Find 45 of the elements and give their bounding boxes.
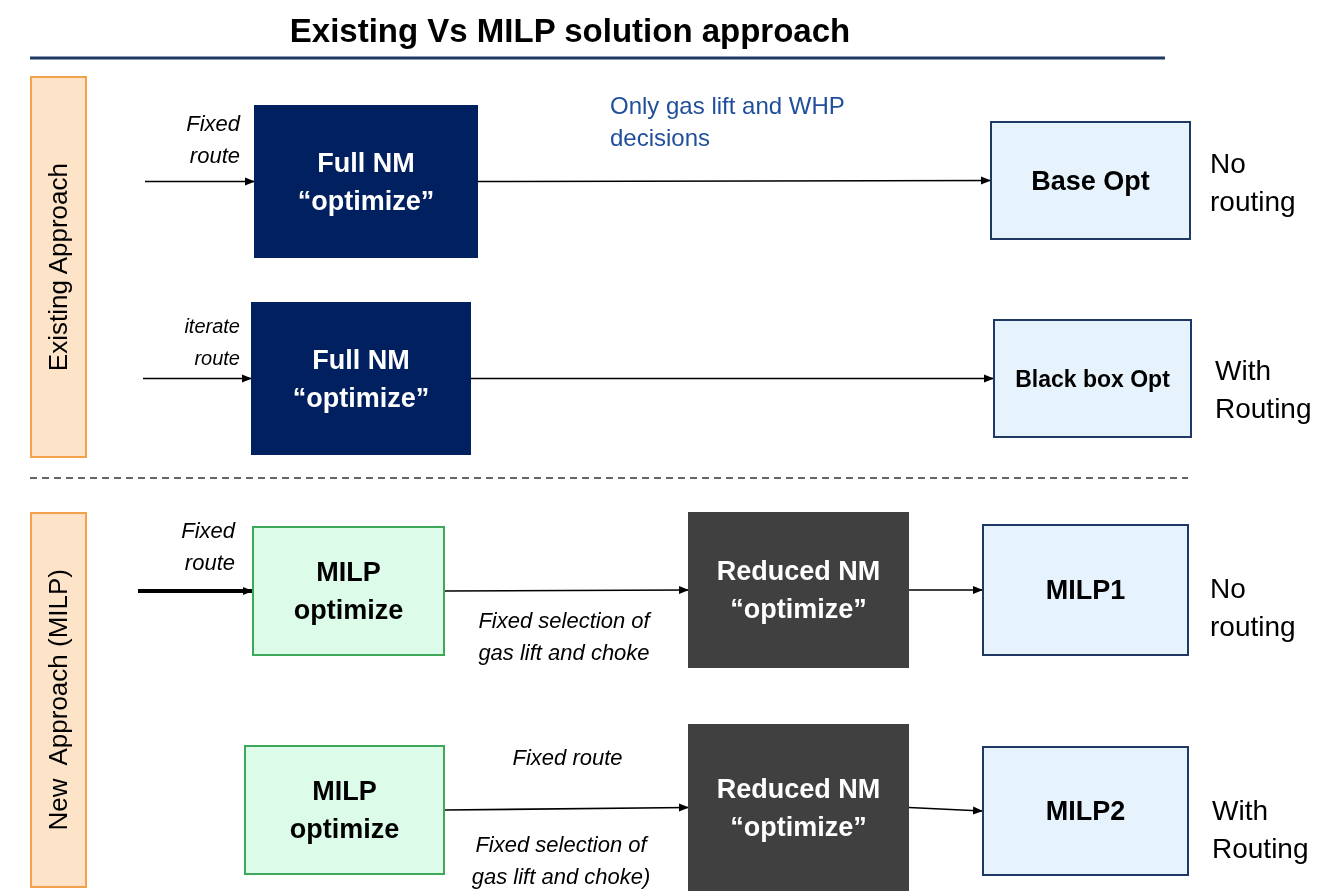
- title: Existing Vs MILP solution approach: [288, 11, 852, 51]
- side-note: With Routing: [1212, 794, 1310, 866]
- arrow: [444, 803, 689, 812]
- process-box: [244, 745, 445, 875]
- result-box: [982, 746, 1189, 876]
- arrow: [908, 586, 983, 594]
- arrow: [144, 177, 255, 186]
- edge-label: Fixed route: [180, 517, 235, 577]
- result-box: [982, 524, 1189, 656]
- result-box: [990, 121, 1191, 240]
- section-band: [30, 76, 87, 458]
- edge-label: Fixed route: [185, 110, 240, 170]
- box-label: MILP optimize: [288, 775, 401, 846]
- result-box: [993, 319, 1192, 438]
- box-label: Full NM “optimize”: [291, 343, 431, 415]
- edge-label: Fixed selection of gas lift and choke): [470, 831, 652, 891]
- box-label: Full NM “optimize”: [296, 146, 436, 218]
- arrow: [444, 586, 689, 595]
- box-label: Base Opt: [1030, 164, 1151, 198]
- box-label: Black box Opt: [1014, 364, 1171, 394]
- side-note: No routing: [1210, 572, 1297, 644]
- box-label: Reduced NM “optimize”: [715, 555, 882, 626]
- section-band: [30, 512, 87, 888]
- process-box: [252, 526, 445, 656]
- arrow: [470, 374, 994, 383]
- side-note: With Routing: [1215, 354, 1313, 426]
- process-box: [688, 512, 909, 668]
- route-note: Fixed route: [511, 744, 624, 772]
- box-label: MILP1: [1044, 574, 1127, 607]
- edge-label: Fixed selection of gas lift and choke: [477, 607, 653, 667]
- arrow: [138, 587, 253, 595]
- box-label: MILP2: [1044, 795, 1127, 828]
- arrow: [142, 374, 252, 383]
- process-box: [254, 105, 478, 258]
- section-label: New Approach (MILP): [42, 569, 74, 831]
- box-label: MILP optimize: [292, 556, 405, 627]
- edge-label: iterate route: [183, 314, 240, 371]
- process-box: [251, 302, 471, 455]
- box-label: Reduced NM “optimize”: [715, 772, 882, 844]
- arrow: [477, 176, 991, 185]
- side-note: No routing: [1210, 147, 1297, 219]
- process-box: [688, 724, 909, 891]
- edge-label: Only gas lift and WHP decisions: [610, 91, 846, 153]
- section-label: Existing Approach: [42, 162, 74, 372]
- arrow: [908, 806, 983, 815]
